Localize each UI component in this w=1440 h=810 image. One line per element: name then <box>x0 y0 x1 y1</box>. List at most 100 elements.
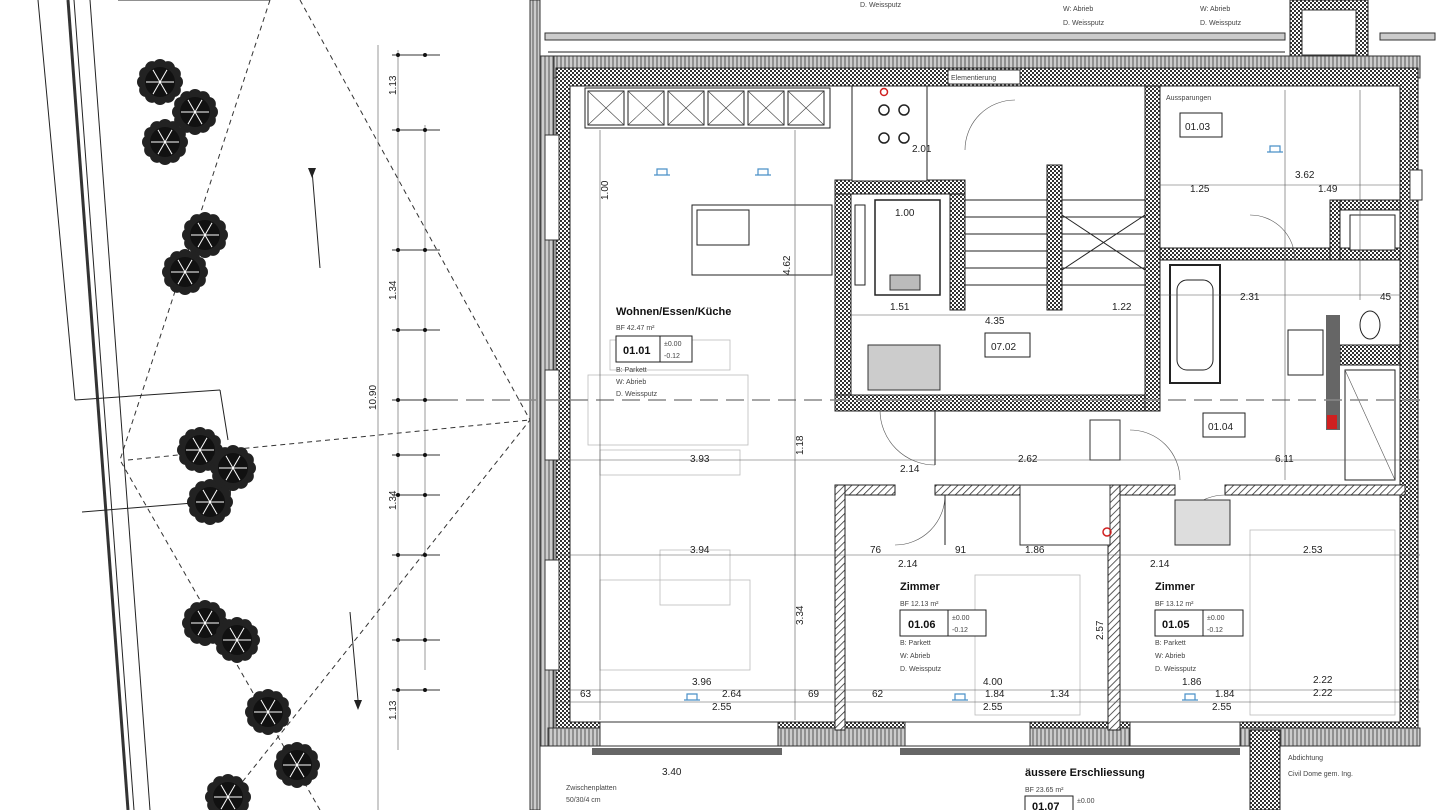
dim-label: 4.62 <box>782 255 793 275</box>
room-number: 01.03 <box>1185 122 1210 133</box>
room-label-exterior: äussere Erschliessung BF 23.65 m² 01.07 … <box>566 755 1353 810</box>
dim-label: 3.34 <box>795 605 806 625</box>
room-level: -0.12 <box>664 353 680 360</box>
room-ceiling: D. Weissputz <box>900 666 942 673</box>
dim-label: 76 <box>870 545 882 556</box>
dim-label: 2.62 <box>1018 454 1038 465</box>
top-note: D. Weissputz <box>860 2 902 9</box>
annotation: Zwischenplatten <box>566 785 617 792</box>
dim-label: 2.55 <box>983 702 1003 713</box>
furniture <box>584 85 1396 716</box>
level-marker-icon <box>755 168 771 176</box>
dim-label: 1.86 <box>1025 545 1045 556</box>
room-number: 01.07 <box>1032 801 1060 810</box>
room-wall: W: Abrieb <box>900 653 930 660</box>
room-number: 01.06 <box>908 619 936 631</box>
level-marker-icon <box>952 693 968 701</box>
dim-tick <box>396 248 400 252</box>
dim-tick <box>396 493 400 497</box>
tree-icon <box>245 689 291 735</box>
dim-tick <box>396 53 400 57</box>
dim-label: 2.22 <box>1313 688 1333 699</box>
level-marker-icon <box>684 693 700 701</box>
dim-label: 1.51 <box>890 302 910 313</box>
room-area: BF 12.13 m² <box>900 601 939 608</box>
room-label-01-05: Zimmer BF 13.12 m² 01.05 ±0.00 -0.12 B: … <box>1154 581 1244 673</box>
annotation: 50/30/4 cm <box>566 797 601 804</box>
dim-label: 4.35 <box>985 316 1005 327</box>
level-marker-icon <box>1267 145 1283 153</box>
level-markers <box>654 145 1283 701</box>
dim-label: 3.93 <box>690 454 710 465</box>
dim-label: 2.22 <box>1313 675 1333 686</box>
dim-label: 3.96 <box>692 677 712 688</box>
dim-tick <box>423 638 427 642</box>
annotation: Aussparungen <box>1166 95 1211 102</box>
dim-label: 2.31 <box>1240 292 1260 303</box>
dim-label: 2.53 <box>1303 545 1323 556</box>
dimension-labels: 3.93 3.94 3.96 2.64 2.55 4.00 1.84 1.34 … <box>580 170 1392 778</box>
dim-tick <box>423 328 427 332</box>
dim-tick <box>396 453 400 457</box>
annotation: Civil Dome gem. Ing. <box>1288 771 1353 778</box>
tree-icon <box>162 249 208 295</box>
dim-tick <box>396 398 400 402</box>
dim-label: 62 <box>872 689 884 700</box>
room-name: Zimmer <box>900 581 940 593</box>
left-dimension-chain: 1.13 1.34 10.90 1.34 1.13 <box>368 45 440 810</box>
red-marker-icon <box>879 87 889 97</box>
room-number: 07.02 <box>991 342 1016 353</box>
dim-label: 1.13 <box>388 75 399 95</box>
room-level: ±0.00 <box>1077 798 1095 805</box>
dim-label: 2.14 <box>898 559 918 570</box>
dim-label: 91 <box>955 545 967 556</box>
room-area: BF 13.12 m² <box>1155 601 1194 608</box>
room-name: Zimmer <box>1155 581 1195 593</box>
dim-label: 1.49 <box>1318 184 1338 195</box>
tree-icon <box>205 774 251 810</box>
room-ceiling: D. Weissputz <box>1155 666 1197 673</box>
top-note: W: Abrieb <box>1200 6 1230 13</box>
tree-icon <box>187 479 233 525</box>
top-note: D. Weissputz <box>1200 20 1242 27</box>
room-number: 01.04 <box>1208 422 1233 433</box>
dim-tick <box>423 688 427 692</box>
dim-label: 2.55 <box>712 702 732 713</box>
dim-label: 4.00 <box>983 677 1003 688</box>
red-marker-icon <box>1102 527 1112 537</box>
dim-label: 10.90 <box>368 385 379 410</box>
room-wall: W: Abrieb <box>1155 653 1185 660</box>
dim-label: 1.84 <box>985 689 1005 700</box>
room-floor: B: Parkett <box>1155 640 1186 647</box>
tree-icon <box>210 445 256 491</box>
dim-label: 3.62 <box>1295 170 1315 181</box>
tree-icon <box>142 119 188 165</box>
dim-label: 1.86 <box>1182 677 1202 688</box>
level-marker-icon <box>654 168 670 176</box>
room-number: 2.01 <box>912 144 932 155</box>
tree-icon <box>137 59 183 105</box>
room-tags: 01.03 01.04 07.02 2.01 Elementierung Aus… <box>912 69 1246 438</box>
room-name: äussere Erschliessung <box>1025 767 1145 779</box>
dim-label: 1.00 <box>895 208 915 219</box>
dim-label: 2.64 <box>722 689 742 700</box>
dim-label: 69 <box>808 689 820 700</box>
dim-label: 1.25 <box>1190 184 1210 195</box>
dim-tick <box>423 248 427 252</box>
room-number: 01.01 <box>623 345 651 357</box>
dimension-lines <box>440 90 1420 720</box>
top-note: W: Abrieb <box>1063 6 1093 13</box>
dim-tick <box>396 638 400 642</box>
tree-icon <box>214 617 260 663</box>
room-level: -0.12 <box>952 627 968 634</box>
room-name: Wohnen/Essen/Küche <box>616 306 731 318</box>
dim-tick <box>423 53 427 57</box>
room-area: BF 23.65 m² <box>1025 787 1064 794</box>
dim-tick <box>423 553 427 557</box>
dim-label: 2.14 <box>900 464 920 475</box>
dim-label: 1.13 <box>388 700 399 720</box>
dim-label: 2.57 <box>1095 620 1106 640</box>
room-level: ±0.00 <box>1207 615 1225 622</box>
level-marker-icon <box>1182 693 1198 701</box>
dim-tick <box>423 453 427 457</box>
